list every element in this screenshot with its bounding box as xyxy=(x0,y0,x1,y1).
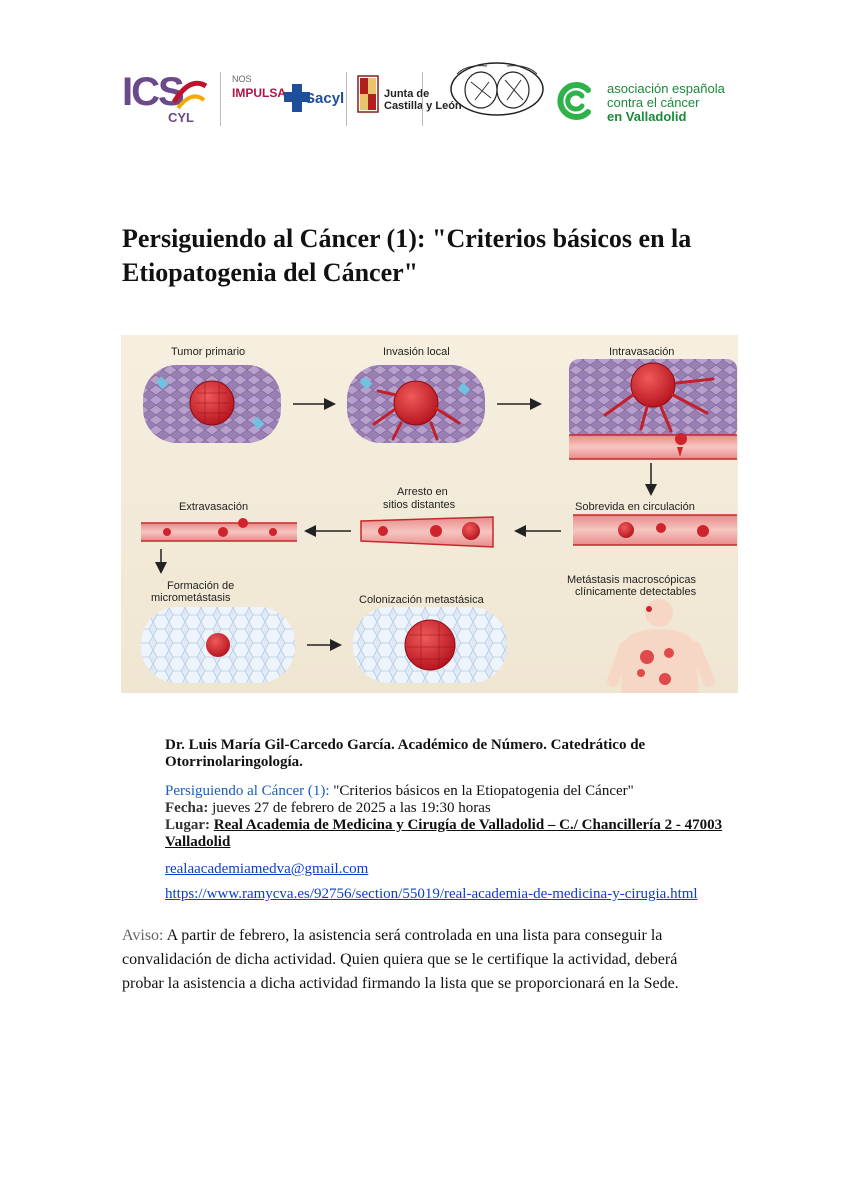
junta-line-1: Junta de xyxy=(384,88,430,100)
label-intravasacion: Intravasación xyxy=(609,346,674,358)
logo-divider xyxy=(422,72,423,126)
aviso-text: A partir de febrero, la asistencia será … xyxy=(122,927,679,992)
speaker: Dr. Luis María Gil-Carcedo García. Acadé… xyxy=(165,737,646,770)
label-arresto-2: sitios distantes xyxy=(383,499,456,511)
email-link[interactable]: realaacademiamedva@gmail.com xyxy=(165,861,369,877)
label-formacion-1: Formación de xyxy=(167,580,234,592)
aviso-notice: Aviso: A partir de febrero, la asistenci… xyxy=(122,924,722,996)
academy-seal-icon xyxy=(450,62,544,116)
email-line: realaacademiamedva@gmail.com xyxy=(165,861,735,878)
lugar-value: Real Academia de Medicina y Cirugía de V… xyxy=(165,817,723,850)
event-date-line: Fecha: jueves 27 de febrero de 2025 a la… xyxy=(165,800,735,817)
url-line: https://www.ramycva.es/92756/section/550… xyxy=(165,886,735,903)
aecc-logo-text: asociación española contra el cáncer en … xyxy=(607,82,725,124)
event-series: Persiguiendo al Cáncer (1): xyxy=(165,783,334,799)
label-metastasis-1: Metástasis macroscópicas xyxy=(567,574,696,586)
impulsa-label: IMPULSA xyxy=(232,86,286,100)
page-title: Persiguiendo al Cáncer (1): "Criterios b… xyxy=(122,224,692,287)
aecc-line-2: contra el cáncer xyxy=(607,95,700,110)
label-invasion-local: Invasión local xyxy=(383,346,450,358)
sacyl-label: Sacyl xyxy=(305,90,345,107)
label-colonizacion: Colonización metastásica xyxy=(359,594,485,606)
aecc-logo-icon xyxy=(557,82,591,120)
aecc-line-1: asociación española xyxy=(607,81,725,96)
logo-divider xyxy=(346,72,347,126)
label-extravasacion: Extravasación xyxy=(179,501,248,513)
fecha-label: Fecha: xyxy=(165,800,209,816)
sacyl-cross-icon xyxy=(284,84,310,112)
website-link[interactable]: https://www.ramycva.es/92756/section/550… xyxy=(165,886,698,902)
label-sobrevida: Sobrevida en circulación xyxy=(575,501,695,513)
label-formacion-2: micrometástasis xyxy=(151,592,231,604)
logo-divider xyxy=(220,72,221,126)
event-place-line: Lugar: Real Academia de Medicina y Cirug… xyxy=(165,817,735,851)
label-metastasis-2: clínicamente detectables xyxy=(575,586,697,598)
event-topic: "Criterios básicos en la Etiopatogenia d… xyxy=(333,783,634,799)
label-tumor-primario: Tumor primario xyxy=(171,346,245,358)
fecha-value: jueves 27 de febrero de 2025 a las 19:30… xyxy=(208,800,491,816)
ics-cyl-logo: ICS CYL xyxy=(122,68,208,132)
event-title-line: Persiguiendo al Cáncer (1): "Criterios b… xyxy=(165,783,735,800)
aecc-line-3: en Valladolid xyxy=(607,109,687,124)
metastasis-diagram: Tumor primario Invasión local Intravasac… xyxy=(121,335,738,693)
ics-logo-text: ICS xyxy=(122,70,185,114)
ics-swirl-icon xyxy=(171,80,208,110)
label-arresto-1: Arresto en xyxy=(397,486,448,498)
ics-logo-sub: CYL xyxy=(168,110,194,125)
logo-bar: ICS CYL NOS IMPULSA Sacyl Junta de Casti… xyxy=(0,60,849,140)
nos-label: NOS xyxy=(232,74,252,84)
aviso-label: Aviso: xyxy=(122,927,164,944)
junta-shield-icon xyxy=(357,75,379,113)
event-info: Dr. Luis María Gil-Carcedo García. Acadé… xyxy=(165,737,735,903)
lugar-label: Lugar: xyxy=(165,817,210,833)
